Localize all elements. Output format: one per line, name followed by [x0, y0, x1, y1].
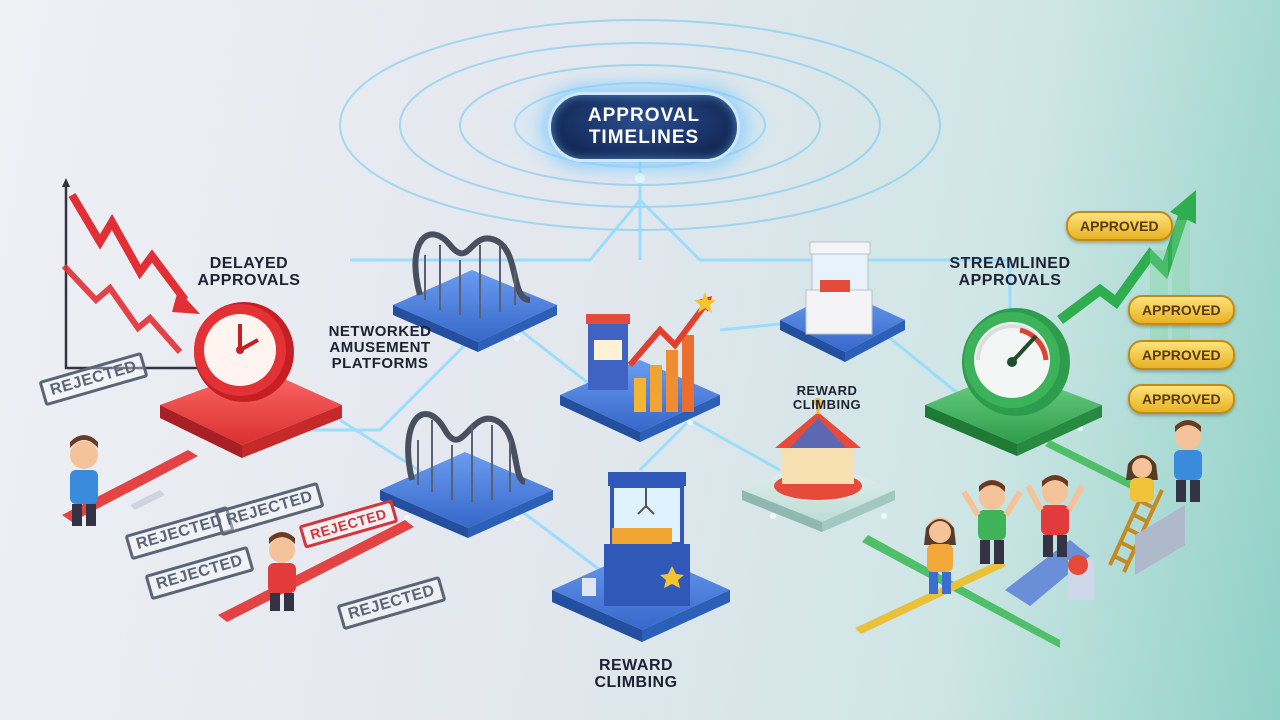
carousel-icon — [774, 398, 862, 500]
happy-person-1 — [924, 517, 956, 594]
streamlined-approvals-label: STREAMLINED APPROVALS — [949, 255, 1071, 289]
speedometer-icon — [962, 308, 1070, 416]
falling-arrow-icon — [61, 178, 200, 370]
delayed-track — [62, 450, 414, 622]
networked-platforms-label: NETWORKED AMUSEMENT PLATFORMS — [328, 323, 432, 372]
slide-icon — [1005, 540, 1094, 606]
happy-person-5 — [1174, 420, 1202, 502]
approved-badge: APPROVED — [1128, 384, 1235, 414]
delayed-platform — [160, 368, 342, 458]
reward-climbing-mid-label: REWARD CLIMBING — [792, 383, 862, 412]
approved-badge-label: APPROVED — [1080, 218, 1159, 234]
happy-person-2 — [961, 480, 1023, 564]
roller-coaster-icon — [405, 411, 527, 502]
approved-badge-label: APPROVED — [1142, 347, 1221, 363]
approved-badge-label: APPROVED — [1142, 302, 1221, 318]
title-badge: APPROVAL TIMELINES — [548, 92, 740, 162]
reward-climbing-bottom-label: REWARD CLIMBING — [594, 657, 678, 691]
delayed-approvals-label: DELAYED APPROVALS — [197, 255, 301, 289]
frustrated-person-left — [70, 435, 98, 526]
claw-machine-icon — [582, 472, 690, 606]
approved-badge: APPROVED — [1128, 295, 1235, 325]
roller-coaster-icon — [412, 231, 531, 318]
clock-icon — [194, 302, 294, 402]
frustrated-person-center — [268, 532, 296, 611]
approved-badge: APPROVED — [1128, 340, 1235, 370]
coaster-platform-top — [393, 270, 557, 352]
rising-bar-chart-icon — [627, 292, 716, 412]
stairs-block — [1135, 505, 1185, 575]
claw-machine-icon — [805, 241, 873, 335]
ticket-booth-icon — [586, 314, 630, 390]
happy-person-3 — [1025, 475, 1085, 557]
page-title: APPROVAL TIMELINES — [587, 105, 701, 148]
approved-badge-label: APPROVED — [1142, 391, 1221, 407]
approved-badge: APPROVED — [1066, 211, 1173, 241]
coaster-platform-bottom — [380, 452, 553, 538]
happy-person-4 — [1126, 454, 1158, 502]
streamlined-track — [855, 440, 1150, 648]
